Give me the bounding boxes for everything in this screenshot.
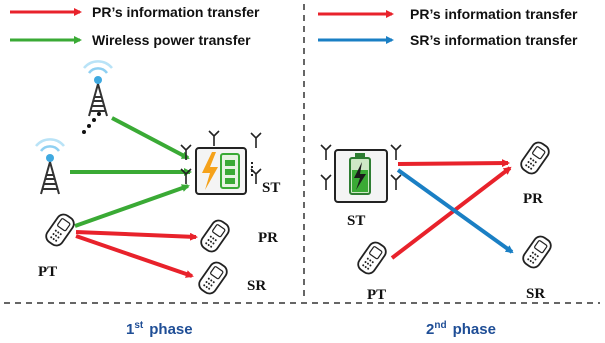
pt-label-phase1: PT (38, 264, 57, 280)
mobile-phone-icon (42, 210, 78, 250)
st-label-phase1: ST (262, 180, 280, 196)
info-arrow-pt-sr (75, 234, 194, 278)
sr-label-phase1: SR (247, 278, 266, 294)
phase2-word: phase (453, 321, 496, 338)
phase1-number: 1 (126, 321, 134, 338)
power-arrow-pt (74, 184, 190, 228)
st-label-phase2: ST (347, 213, 365, 229)
cell-tower-icon (34, 138, 66, 196)
mobile-phone-icon (519, 232, 555, 272)
mobile-phone-icon (195, 258, 231, 298)
phase1-superscript: st (134, 320, 144, 331)
mobile-phone-icon (517, 138, 553, 178)
pr-label-phase1: PR (258, 230, 278, 246)
pt-label-phase2: PT (367, 287, 386, 303)
info-arrow-pt-pr (75, 230, 198, 241)
pr-label-phase2: PR (523, 191, 543, 207)
secondary-transmitter-icon (320, 144, 402, 203)
mobile-phone-icon (354, 238, 390, 278)
legend-left: PR’s information transfer Wireless power… (10, 4, 260, 48)
cell-tower-icon (82, 60, 114, 118)
phase2-number: 2 (426, 321, 434, 338)
phase1-word: phase (149, 321, 192, 338)
info-arrow-st-sr (396, 168, 514, 254)
power-arrow-tower1 (111, 116, 190, 160)
ellipsis-dots (82, 112, 101, 134)
info-arrow-st-pr (397, 159, 510, 168)
legend-right: PR’s information transfer SR’s informati… (318, 6, 578, 48)
info-arrow-pt-pr (390, 166, 512, 260)
legend-power-label: Wireless power transfer (92, 32, 251, 48)
legend-sr-info-label: SR’s information transfer (410, 32, 578, 48)
legend-info-label: PR’s information transfer (92, 4, 260, 20)
mobile-phone-icon (197, 216, 233, 256)
phase2-superscript: nd (434, 320, 446, 331)
sr-label-phase2: SR (526, 286, 545, 302)
secondary-transmitter-icon (180, 130, 262, 195)
battery-charging-icon (202, 152, 218, 190)
legend-pr-info-label: PR’s information transfer (410, 6, 578, 22)
